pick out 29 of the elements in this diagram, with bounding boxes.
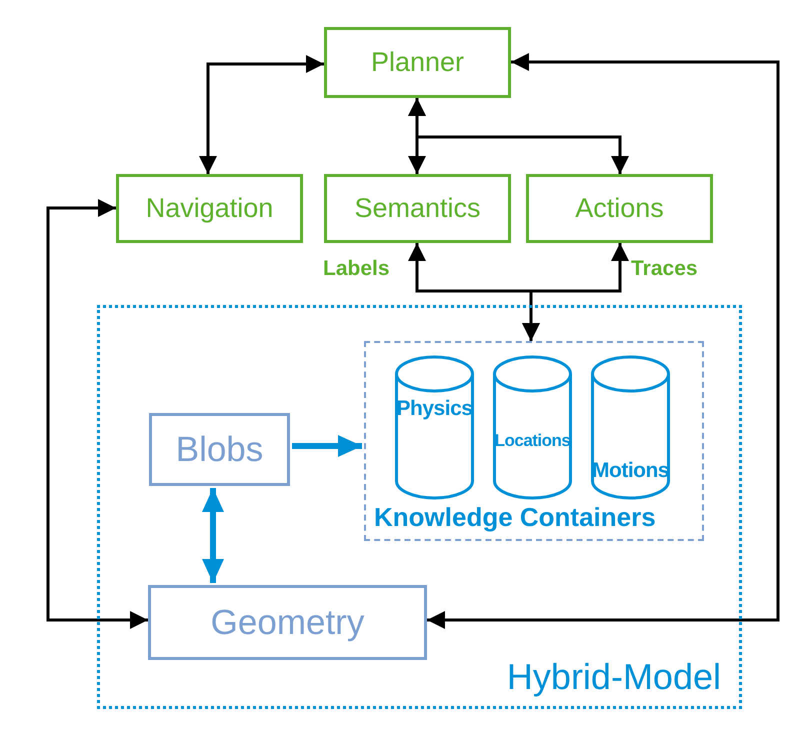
container-label: Physics <box>396 397 472 421</box>
arrow <box>46 199 148 629</box>
module-label: Semantics <box>354 193 481 224</box>
hybrid-model-region <box>97 305 742 709</box>
container-label: Locations <box>494 431 570 451</box>
arrow <box>408 98 629 174</box>
model-label: Geometry <box>210 602 364 642</box>
container-label: Motions <box>592 459 669 483</box>
module-box <box>116 174 303 243</box>
model-label: Blobs <box>176 430 264 470</box>
knowledge-containers-group <box>364 341 704 541</box>
arrow <box>199 55 324 174</box>
database-cylinder <box>395 357 474 498</box>
module-box <box>526 174 713 243</box>
group-title: Knowledge Containers <box>374 502 656 533</box>
region-title: Hybrid-Model <box>506 656 721 698</box>
arrow <box>427 53 780 629</box>
arrow <box>292 435 362 457</box>
module-label: Planner <box>370 47 464 78</box>
model-box <box>148 585 427 660</box>
module-box <box>324 174 511 243</box>
module-label: Navigation <box>146 193 274 224</box>
database-cylinder <box>591 357 670 498</box>
arrow <box>522 243 629 341</box>
module-label: Actions <box>575 193 664 224</box>
database-cylinder <box>493 357 572 498</box>
arrow <box>202 488 224 583</box>
model-box <box>149 413 290 486</box>
module-box <box>324 27 511 98</box>
